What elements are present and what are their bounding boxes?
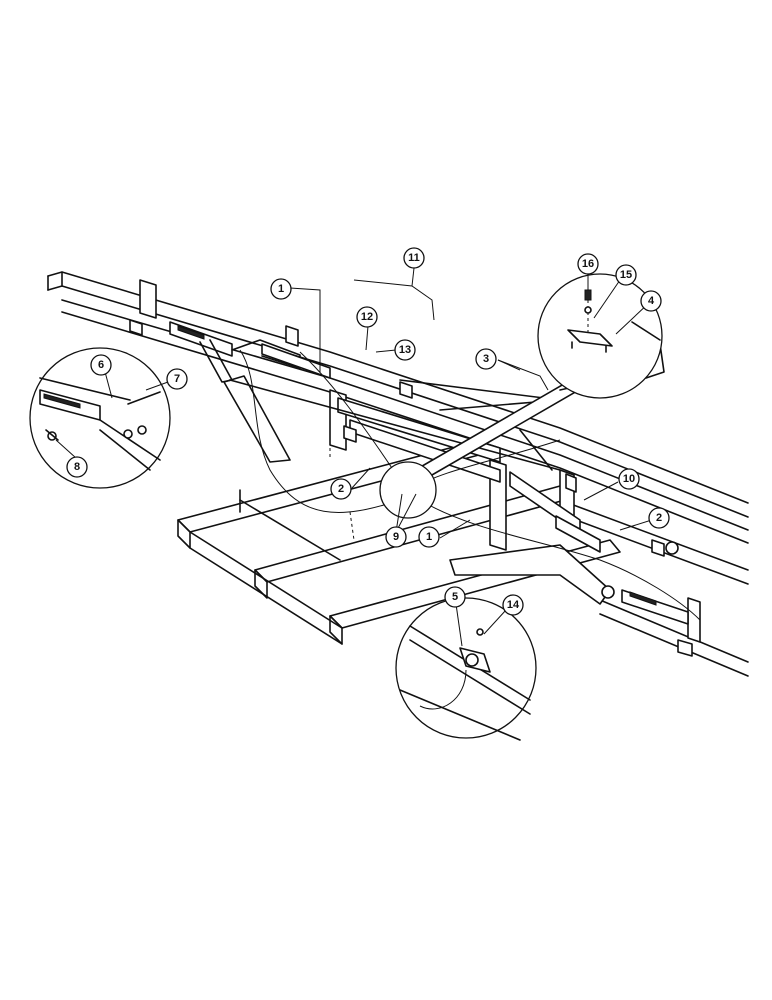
detail-center-pivot	[379, 461, 437, 519]
svg-text:2: 2	[656, 512, 662, 524]
detail-view-lower	[395, 597, 537, 741]
svg-text:5: 5	[452, 591, 458, 603]
svg-text:6: 6	[98, 359, 104, 371]
callout-14: 14	[502, 594, 524, 616]
callout-7: 7	[166, 368, 188, 390]
svg-text:12: 12	[361, 311, 373, 323]
svg-text:10: 10	[623, 473, 635, 485]
svg-text:4: 4	[648, 295, 655, 307]
svg-text:7: 7	[174, 373, 180, 385]
leader-lines	[55, 267, 659, 647]
svg-text:11: 11	[408, 252, 420, 264]
callout-10: 10	[618, 468, 640, 490]
svg-text:3: 3	[483, 353, 489, 365]
svg-text:14: 14	[507, 599, 520, 611]
callout-1b: 1	[418, 526, 440, 548]
callout-11: 11	[403, 247, 425, 269]
callout-15: 15	[615, 264, 637, 286]
svg-text:9: 9	[393, 531, 399, 543]
svg-text:8: 8	[74, 461, 80, 473]
callout-2b: 2	[648, 507, 670, 529]
callout-12: 12	[356, 306, 378, 328]
callout-1a: 1	[270, 278, 292, 300]
svg-text:15: 15	[620, 269, 632, 281]
callout-13: 13	[394, 339, 416, 361]
svg-text:2: 2	[338, 483, 344, 495]
callout-2a: 2	[330, 478, 352, 500]
callout-4: 4	[640, 290, 662, 312]
callout-6: 6	[90, 354, 112, 376]
callout-16: 16	[577, 253, 599, 275]
callout-9: 9	[385, 526, 407, 548]
svg-text:1: 1	[278, 283, 284, 295]
svg-text:13: 13	[399, 344, 411, 356]
callout-3: 3	[475, 348, 497, 370]
callout-5: 5	[444, 586, 466, 608]
callout-8: 8	[66, 456, 88, 478]
detail-view-upper-right	[537, 273, 663, 399]
detail-view-left	[29, 347, 171, 489]
svg-text:16: 16	[582, 258, 594, 270]
svg-text:1: 1	[426, 531, 432, 543]
